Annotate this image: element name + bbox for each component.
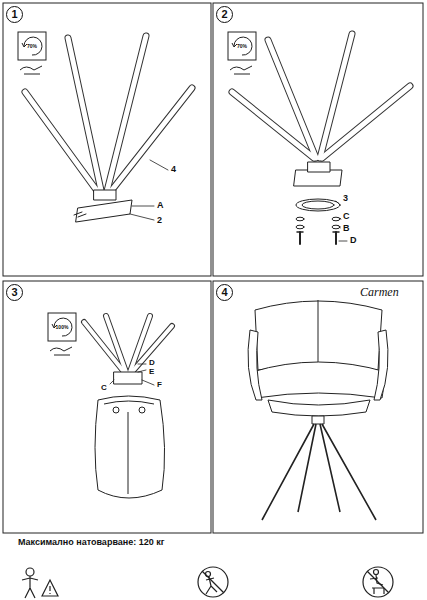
step-number: 2 — [221, 9, 227, 20]
step-number-circle: 3 — [6, 284, 23, 301]
part-letter: C — [343, 212, 350, 221]
step-number-circle: 1 — [6, 6, 23, 23]
step-panel — [3, 3, 211, 276]
part-letter: E — [149, 368, 154, 376]
rotation-percent: 70% — [27, 44, 37, 49]
step-number-circle: 2 — [216, 6, 233, 23]
assembled-chair — [248, 300, 388, 520]
chair-legs — [84, 316, 172, 385]
step-panel — [213, 3, 423, 276]
part-letter: F — [157, 381, 162, 389]
part-number: 3 — [343, 194, 348, 203]
rotation-percent: 100% — [56, 325, 69, 330]
step-number: 4 — [221, 287, 227, 298]
tighten-icon — [18, 32, 256, 355]
part-letter: D — [350, 236, 357, 245]
step-panel — [3, 281, 211, 533]
step-panel — [213, 281, 423, 533]
part-letter: A — [157, 201, 164, 210]
rotation-percent: 70% — [237, 44, 247, 49]
model-name: Carmen — [360, 286, 399, 298]
chair-legs — [232, 34, 410, 244]
seat-underside — [95, 396, 165, 498]
part-letter: D — [149, 359, 155, 367]
part-letter: B — [343, 224, 350, 233]
part-number: 4 — [171, 165, 176, 174]
step-number-circle: 4 — [216, 284, 233, 301]
safety-icons — [22, 567, 393, 598]
part-letter: C — [101, 384, 107, 392]
part-number: 2 — [157, 216, 162, 225]
step-number: 3 — [11, 287, 17, 298]
step-number: 1 — [11, 9, 17, 20]
chair-legs — [25, 36, 192, 222]
max-load-note: Максимално натоварване: 120 кг — [18, 538, 165, 547]
